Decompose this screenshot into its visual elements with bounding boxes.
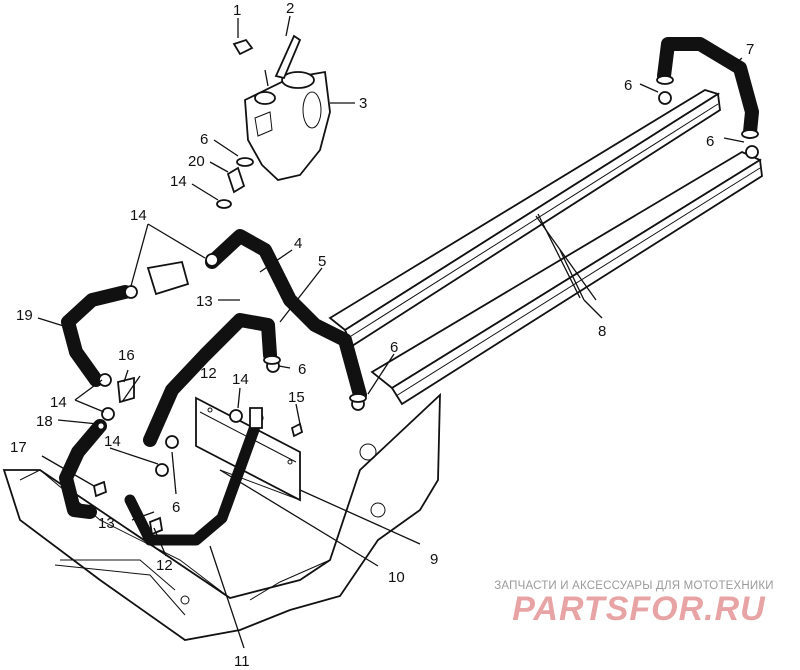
hose-7 [657,37,759,139]
hose-19 [61,285,132,387]
callout-labels: 1 2 3 7 6 6 6 20 14 14 4 5 13 8 19 12 6 … [10,0,754,670]
callout-20: 20 [188,153,205,170]
callout-3: 3 [359,95,367,112]
callout-6-tank: 6 [200,131,208,148]
hose-4 [205,229,367,402]
callout-7: 7 [746,41,754,58]
callout-6-hose4: 6 [390,339,398,356]
watermark-logo: PARTSFOR.RU [512,590,766,628]
callout-6-hose5: 6 [298,361,306,378]
callout-2: 2 [286,0,294,17]
callout-6-top-right: 6 [624,77,632,94]
callout-14-lower: 14 [104,433,121,450]
callout-9: 9 [430,551,438,568]
heat-exchanger-rails [328,89,763,406]
callout-6-right: 6 [706,133,714,150]
callout-12-upper: 12 [200,365,217,382]
hose-17 [59,419,107,519]
callout-14-upper: 14 [130,207,147,224]
callout-11: 11 [234,653,250,670]
callout-19: 19 [16,307,33,324]
hose-5 [143,313,277,447]
callout-13-lower: 13 [98,515,115,532]
callout-17: 17 [10,439,27,456]
callout-1: 1 [233,2,241,19]
callout-16: 16 [118,347,135,364]
callout-14-tank: 14 [170,173,187,190]
callout-14-center: 14 [232,371,249,388]
small-parts [92,75,759,536]
coolant-tank [232,34,331,181]
callout-5: 5 [318,253,326,270]
callout-10: 10 [388,569,405,586]
front-belly-pan [2,392,441,641]
callout-12-lower: 12 [156,557,173,574]
callout-15: 15 [288,389,305,406]
watermark-subtitle: ЗАПЧАСТИ И АКСЕССУАРЫ ДЛЯ МОТОТЕХНИКИ [494,580,774,592]
callout-13-upper: 13 [196,293,213,310]
callout-6-lower: 6 [172,499,180,516]
callout-14-left: 14 [50,394,67,411]
leader-lines [37,15,745,649]
callout-8: 8 [598,323,606,340]
hose-11 [124,407,264,546]
callout-4: 4 [294,235,302,252]
callout-18: 18 [36,413,53,430]
